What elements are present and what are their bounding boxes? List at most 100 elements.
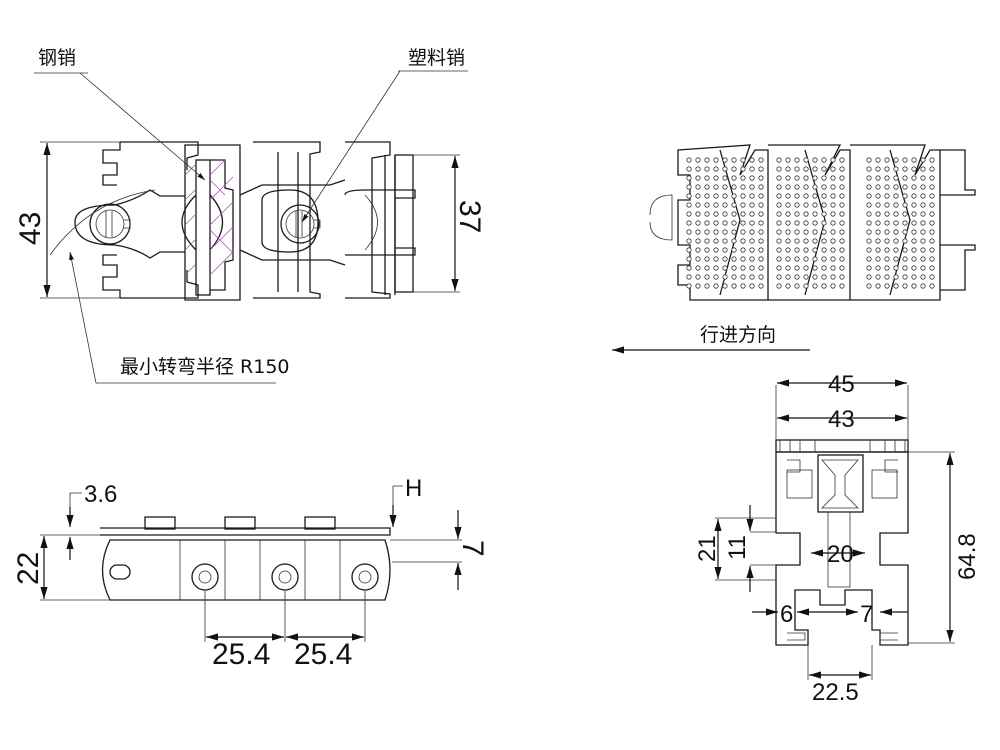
perforation-hole bbox=[740, 274, 746, 280]
perforation-hole bbox=[839, 247, 845, 253]
perforation-hole bbox=[731, 166, 737, 172]
perforation-hole bbox=[893, 166, 899, 172]
perforation-hole bbox=[686, 229, 692, 235]
perforation-hole bbox=[758, 265, 764, 271]
perforation-hole bbox=[911, 184, 917, 190]
perforation-hole bbox=[794, 274, 800, 280]
perforation-hole bbox=[866, 283, 872, 289]
perforation-hole bbox=[731, 256, 737, 262]
perforation-hole bbox=[911, 157, 917, 163]
perforation-hole bbox=[902, 229, 908, 235]
perforation-hole bbox=[740, 238, 746, 244]
perforation-hole bbox=[803, 229, 809, 235]
perforation-hole bbox=[704, 175, 710, 181]
perforation-hole bbox=[875, 247, 881, 253]
perforation-hole bbox=[884, 175, 890, 181]
perforation-hole bbox=[902, 274, 908, 280]
perforation-hole bbox=[704, 193, 710, 199]
perforation-hole bbox=[713, 229, 719, 235]
perforation-hole bbox=[830, 184, 836, 190]
perforation-hole bbox=[776, 256, 782, 262]
perforation-hole bbox=[920, 193, 926, 199]
perforation-hole bbox=[875, 220, 881, 226]
perforation-hole bbox=[695, 274, 701, 280]
perforation-hole bbox=[785, 220, 791, 226]
perforation-hole bbox=[839, 220, 845, 226]
perforation-hole bbox=[866, 202, 872, 208]
dim-h-label: H bbox=[405, 475, 422, 502]
perforation-hole bbox=[866, 166, 872, 172]
plastic-pin-label: 塑料销 bbox=[408, 47, 465, 69]
perforation-hole bbox=[695, 265, 701, 271]
perforation-hole bbox=[776, 274, 782, 280]
perforation-hole bbox=[722, 283, 728, 289]
perforation-hole bbox=[794, 283, 800, 289]
perforation-hole bbox=[929, 202, 935, 208]
perforation-hole bbox=[731, 193, 737, 199]
perforation-hole bbox=[911, 283, 917, 289]
perforation-hole bbox=[911, 211, 917, 217]
perforation-hole bbox=[776, 193, 782, 199]
perforation-hole bbox=[929, 184, 935, 190]
perforation-hole bbox=[758, 184, 764, 190]
perforation-hole bbox=[830, 229, 836, 235]
dim-7-section-label: 7 bbox=[860, 601, 873, 628]
perforation-hole bbox=[875, 202, 881, 208]
perforation-hole bbox=[866, 184, 872, 190]
perforation-hole bbox=[740, 193, 746, 199]
perforation-hole bbox=[776, 238, 782, 244]
perforation-hole bbox=[686, 274, 692, 280]
perforation-hole bbox=[803, 193, 809, 199]
perforation-hole bbox=[686, 175, 692, 181]
perforation-hole bbox=[902, 283, 908, 289]
perforation-hole bbox=[821, 184, 827, 190]
perforation-hole bbox=[830, 256, 836, 262]
perforation-hole bbox=[749, 256, 755, 262]
perforation-hole bbox=[911, 274, 917, 280]
perforation-hole bbox=[731, 211, 737, 217]
perforation-hole bbox=[722, 220, 728, 226]
perforation-hole bbox=[740, 229, 746, 235]
perforation-hole bbox=[695, 229, 701, 235]
perforation-hole bbox=[794, 238, 800, 244]
perforation-hole bbox=[776, 220, 782, 226]
perforation-hole bbox=[785, 184, 791, 190]
perforation-hole bbox=[920, 184, 926, 190]
perforation-hole bbox=[785, 238, 791, 244]
perforation-hole bbox=[695, 157, 701, 163]
perforation-hole bbox=[794, 175, 800, 181]
perforation-hole bbox=[830, 265, 836, 271]
top-view-chain bbox=[49, 141, 416, 301]
perforation-hole bbox=[776, 229, 782, 235]
perforation-hole bbox=[704, 256, 710, 262]
dim-43-section-label: 43 bbox=[828, 406, 855, 433]
perforation-hole bbox=[686, 247, 692, 253]
perforation-hole bbox=[758, 220, 764, 226]
perforation-hole bbox=[713, 166, 719, 172]
perforation-hole bbox=[749, 175, 755, 181]
perforation-hole bbox=[893, 202, 899, 208]
perforation-hole bbox=[686, 256, 692, 262]
perforation-hole bbox=[911, 265, 917, 271]
perforation-hole bbox=[722, 229, 728, 235]
perforation-hole bbox=[875, 157, 881, 163]
perforation-hole bbox=[713, 184, 719, 190]
perforation-hole bbox=[731, 238, 737, 244]
perforation-hole bbox=[749, 229, 755, 235]
perforation-hole bbox=[884, 247, 890, 253]
perforation-hole bbox=[695, 193, 701, 199]
perforation-hole bbox=[803, 283, 809, 289]
section-dims: 45 43 64.8 21 11 20 6 7 22.5 bbox=[694, 371, 981, 706]
steel-pin-label: 钢销 bbox=[38, 47, 76, 69]
perforation-hole bbox=[929, 193, 935, 199]
perforation-hole bbox=[794, 220, 800, 226]
perforation-hole bbox=[875, 175, 881, 181]
perforation-hole bbox=[821, 202, 827, 208]
perforation-hole bbox=[776, 202, 782, 208]
perforation-hole bbox=[749, 265, 755, 271]
perforation-hole bbox=[893, 274, 899, 280]
perforation-hole bbox=[794, 166, 800, 172]
perforation-hole bbox=[758, 283, 764, 289]
perforation-hole bbox=[794, 193, 800, 199]
perforation-hole bbox=[776, 265, 782, 271]
